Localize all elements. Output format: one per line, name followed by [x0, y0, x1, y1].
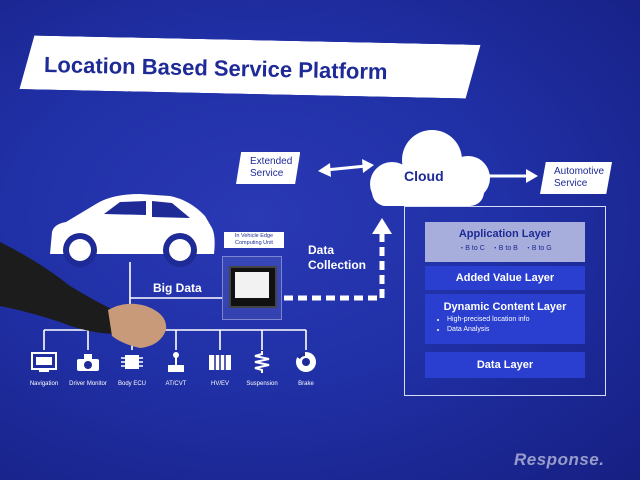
in-vehicle-unit-label: In Vehicle Edge Computing Unit: [224, 232, 284, 248]
in-vehicle-unit-line1: In Vehicle Edge: [235, 233, 273, 239]
automotive-service-tag: Automotive Service: [540, 162, 612, 194]
big-data-label: Big Data: [153, 281, 202, 295]
data-collection-line1: Data: [308, 243, 334, 257]
dynamic-content-layer-name: Dynamic Content Layer: [425, 301, 585, 313]
component-label-brake: Brake: [278, 381, 334, 387]
spring-icon: [248, 350, 276, 374]
added-value-layer: Added Value Layer: [425, 266, 585, 290]
dynamic-content-items: High-precised location info Data Analysi…: [425, 315, 585, 335]
arrow-right-icon: [486, 169, 538, 183]
dynamic-content-layer: Dynamic Content Layer High-precised loca…: [425, 294, 585, 344]
dynamic-content-item: High-precised location info: [447, 315, 585, 325]
data-collection-label: Data Collection: [308, 243, 366, 273]
in-vehicle-unit-line2: Computing Unit: [235, 240, 273, 246]
application-layer-targets: ・B to C ・B to B ・B to G: [425, 243, 585, 253]
chip-icon: [118, 350, 146, 374]
extended-service-line2: Service: [250, 168, 283, 179]
battery-icon: [206, 350, 234, 374]
watermark: Response.: [514, 450, 604, 470]
data-collection-line2: Collection: [308, 258, 366, 272]
automotive-service-line1: Automotive: [554, 166, 604, 177]
data-layer-name: Data Layer: [425, 352, 585, 378]
navigation-icon: [30, 350, 58, 374]
added-value-layer-name: Added Value Layer: [425, 266, 585, 290]
extended-service-line1: Extended: [250, 156, 292, 167]
application-layer: Application Layer ・B to C ・B to B ・B to …: [425, 222, 585, 262]
double-arrow-icon: [318, 159, 374, 177]
cloud-label: Cloud: [404, 168, 444, 184]
car-icon: [50, 194, 215, 267]
driver-monitor-icon: [74, 350, 102, 374]
data-layer: Data Layer: [425, 352, 585, 378]
gear-shift-icon: [162, 350, 190, 374]
application-layer-name: Application Layer: [425, 228, 585, 240]
dynamic-content-item: Data Analysis: [447, 325, 585, 335]
device-screen-display: [235, 272, 269, 298]
automotive-service-line2: Service: [554, 178, 587, 189]
brake-disc-icon: [292, 350, 320, 374]
extended-service-tag: Extended Service: [236, 152, 300, 184]
